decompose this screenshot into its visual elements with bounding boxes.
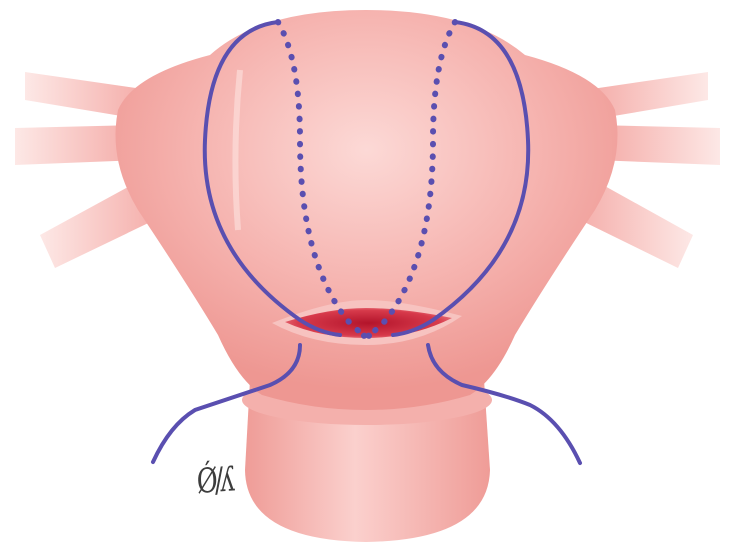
artist-signature: Ǿ/ʎ	[196, 460, 232, 502]
uterine-body	[116, 10, 618, 410]
